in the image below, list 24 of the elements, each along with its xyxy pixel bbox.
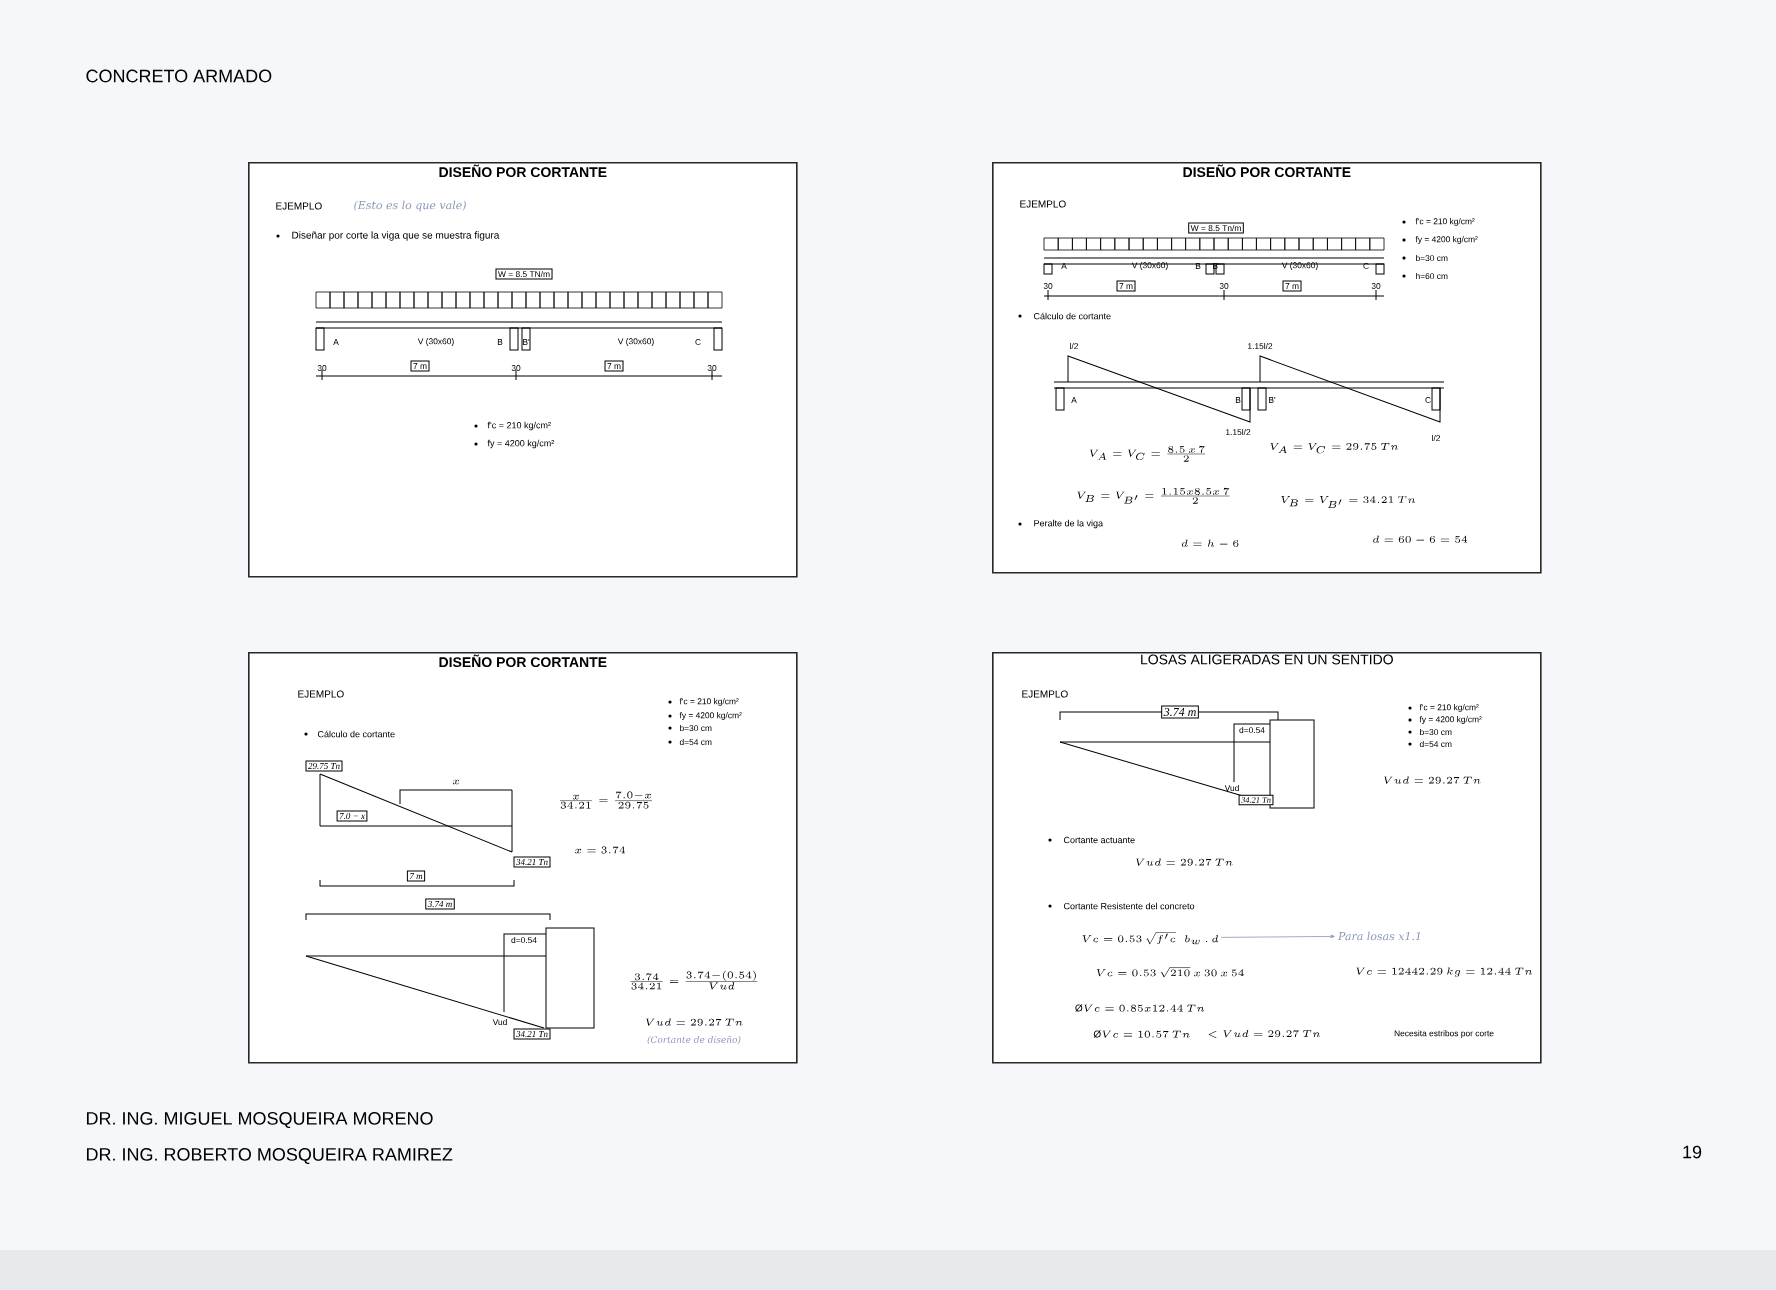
formula: $Vc = 0.53\,\sqrt{210}\ x\ 30\ x\ 54$ <box>1096 967 1244 978</box>
formula: $d = 60 - 6 = 54$ <box>1373 535 1468 543</box>
formula: $V_A = V_C = \frac{8.5\,x\,7}{2}$ <box>1089 445 1206 462</box>
formula: $\frac{x}{34.21} = \frac{7.0 - x}{29.75}$ <box>560 791 652 809</box>
formula: $\mbox{Ø}Vc = 10.57\ Tn$ <box>1093 1030 1190 1038</box>
formula: $Vud = 29.27\ Tn$ <box>645 1018 743 1026</box>
formula: $x = 3.74$ <box>575 846 626 854</box>
formula: $d = h - 6$ <box>1181 539 1239 547</box>
formula: $V_A = V_C = 29.75\ Tn$ <box>1270 442 1399 454</box>
header-text: CONCRETO ARMADO <box>86 69 272 83</box>
formula: $\mbox{Ø}Vc = 0.85x12.44\ Tn$ <box>1075 1004 1205 1012</box>
formula: $\frac{3.74}{34.21} = \frac{3.74 - (0.54)}{Vud}$ <box>630 970 758 990</box>
formula: $Vud = 29.27\ Tn$ <box>1135 858 1233 866</box>
dimension-text: $x$ <box>453 779 459 785</box>
author-name: DR. ING. ROBERTO MOSQUEIRA RAMIREZ <box>87 1148 453 1164</box>
formula: $V_B = V_{B'} = \frac{1.15x8.5x\ 7}{2}$ <box>1077 487 1230 504</box>
formula: $< Vud = 29.27\ Tn$ <box>1208 1030 1320 1038</box>
formula: $Vc = 0.53\,\sqrt{f'c}\;\;b_w\,.\,d$ <box>1082 932 1219 945</box>
author-name: DR. ING. MIGUEL MOSQUEIRA MORENO <box>87 1112 433 1128</box>
formula: $Vud = 29.27\ Tn$ <box>1383 776 1481 784</box>
formula: $Vc = 12442.29\ kg = 12.44\ Tn$ <box>1356 967 1533 977</box>
arrow <box>1220 934 1335 939</box>
page-number: 19 <box>1683 1145 1702 1159</box>
formula: $V_B = V_{B'} = 34.21\ Tn$ <box>1281 496 1416 508</box>
